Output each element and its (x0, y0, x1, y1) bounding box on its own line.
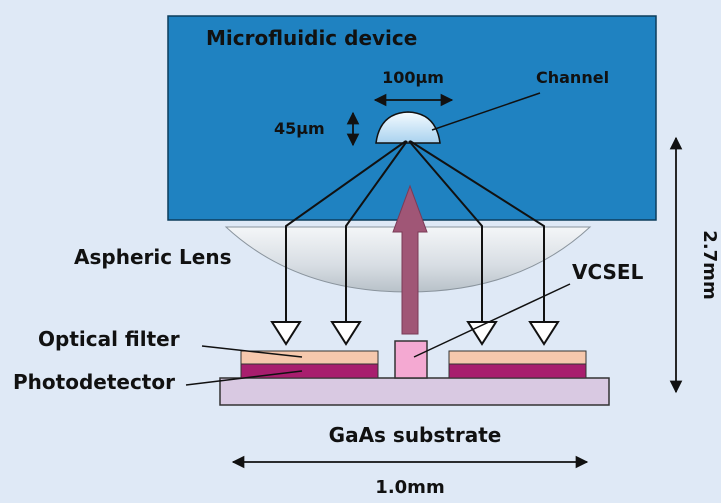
optical-filter-right (448, 350, 587, 365)
vcsel-leader (413, 283, 571, 358)
ray-3-arrowhead (466, 321, 498, 346)
light-rays (285, 140, 545, 322)
ray-4 (409, 140, 545, 322)
label-length-1mm: 1.0mm (375, 477, 444, 498)
ray-arrowheads (270, 321, 560, 346)
label-photodetector: Photodetector (13, 370, 175, 394)
photodetector-leader (185, 370, 303, 386)
channel (375, 111, 441, 144)
optical-filter-leader (201, 345, 303, 358)
ray-1 (285, 140, 407, 322)
ray-3 (408, 140, 483, 322)
label-optical-filter: Optical filter (38, 327, 180, 351)
ray-2 (345, 140, 408, 322)
vcsel-emission-arrow (392, 184, 428, 335)
vcsel (394, 340, 428, 379)
label-microfluidic-device: Microfluidic device (206, 26, 417, 50)
label-channel: Channel (536, 68, 609, 87)
label-height-45um: 45μm (274, 119, 325, 138)
label-aspheric-lens: Aspheric Lens (74, 245, 232, 269)
label-vcsel: VCSEL (572, 260, 644, 284)
ray-4-arrowhead (528, 321, 560, 346)
photodetector-right (448, 363, 587, 379)
leader-lines (185, 92, 571, 386)
ray-1-arrowhead (270, 321, 302, 346)
gaas-substrate (219, 377, 610, 406)
label-width-100um: 100μm (382, 68, 444, 87)
channel-leader (431, 92, 541, 131)
label-gaas-substrate: GaAs substrate (329, 423, 502, 447)
label-height-2-7mm: 2.7mm (699, 230, 720, 299)
dimension-arrows (231, 93, 683, 469)
ray-2-arrowhead (330, 321, 362, 346)
